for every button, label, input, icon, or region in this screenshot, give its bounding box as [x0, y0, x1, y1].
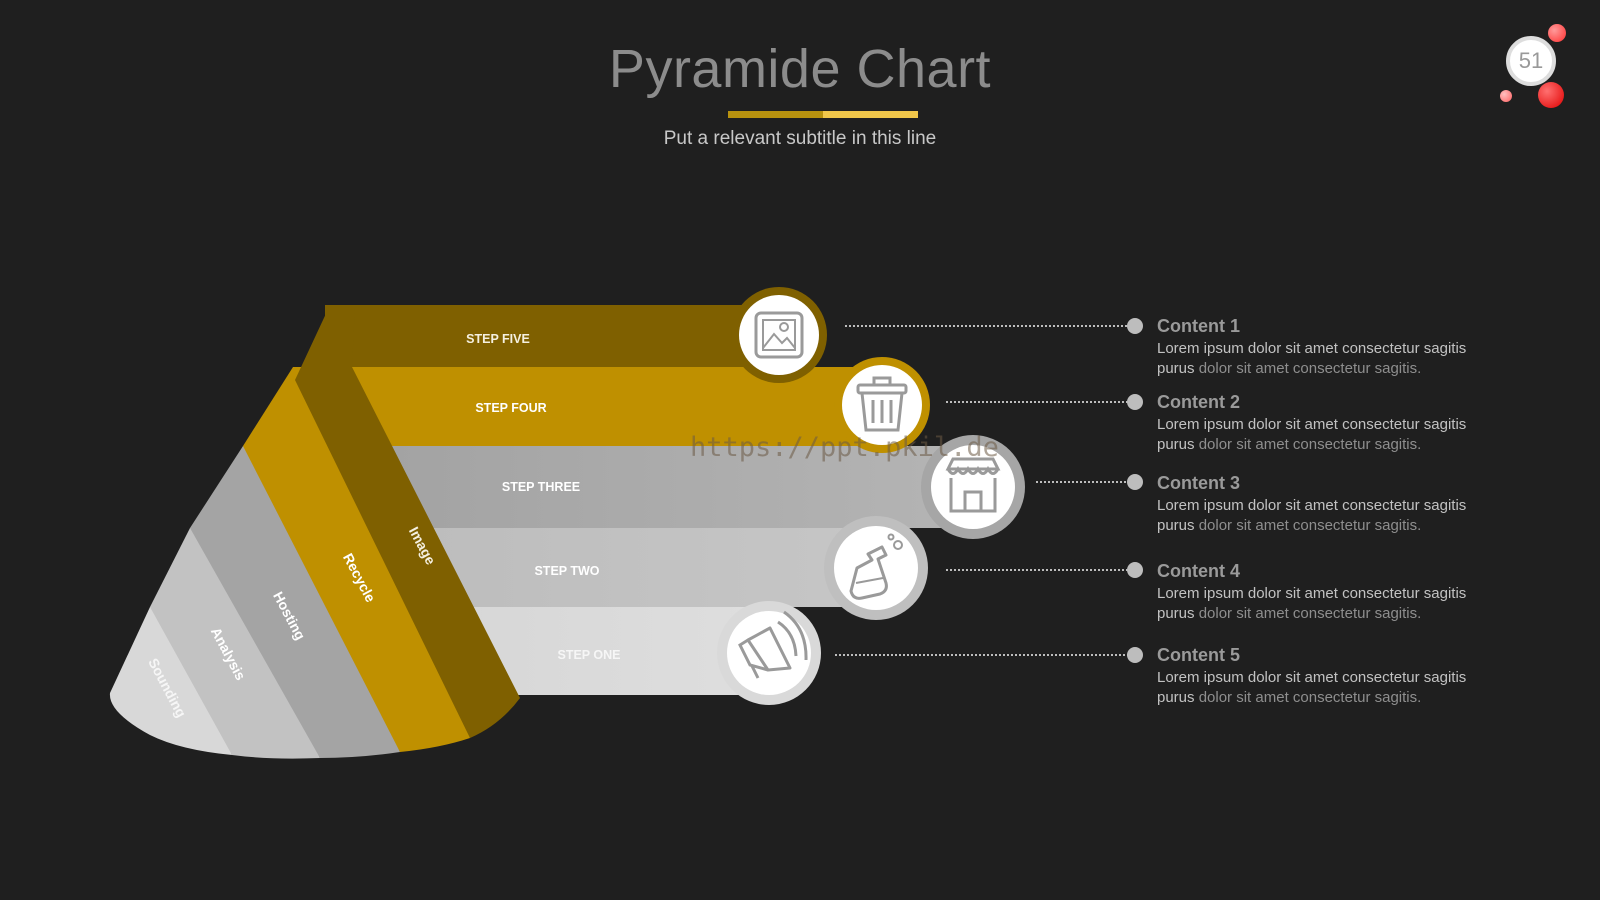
title-underline [728, 111, 918, 118]
content-text: Lorem ipsum dolor sit amet consectetur s… [1157, 340, 1467, 357]
content-text-strong: purus [1157, 605, 1195, 622]
decor-dot [1548, 24, 1566, 42]
band-image [295, 305, 520, 738]
decor-dot [1538, 82, 1564, 108]
watermark: https://ppt.pkil.de [690, 432, 999, 463]
step-four-label: STEP FOUR [475, 401, 546, 415]
content-heading: Content 2 [1157, 392, 1240, 412]
content-text-2: purus dolor sit amet consectetur sagitis… [1157, 688, 1557, 708]
slide-subtitle: Put a relevant subtitle in this line [663, 128, 937, 149]
step-two-label: STEP TWO [534, 564, 599, 578]
trash-icon [834, 357, 930, 453]
leader-line-4 [946, 562, 1143, 578]
content-text-rest: dolor sit amet consectetur sagitis. [1194, 605, 1422, 622]
content-text-rest: dolor sit amet consectetur sagitis. [1194, 360, 1422, 377]
content-text-strong: purus [1157, 436, 1195, 453]
image-icon [731, 287, 827, 383]
band-sounding [109, 607, 232, 755]
megaphone-icon [717, 601, 821, 705]
band-analysis [150, 528, 320, 759]
content-heading: Content 3 [1157, 473, 1240, 493]
content-item-1: Content 1 Lorem ipsum dolor sit amet con… [1157, 316, 1557, 379]
content-heading: Content 5 [1157, 645, 1240, 665]
content-text-strong: purus [1157, 689, 1195, 706]
step-five-label: STEP FIVE [466, 332, 530, 346]
content-text-2: purus dolor sit amet consectetur sagitis… [1157, 516, 1557, 536]
content-item-4: Content 4 Lorem ipsum dolor sit amet con… [1157, 561, 1557, 624]
leader-line-3 [1036, 474, 1143, 490]
content-text: Lorem ipsum dolor sit amet consectetur s… [1157, 497, 1467, 514]
content-text-2: purus dolor sit amet consectetur sagitis… [1157, 435, 1557, 455]
content-text-2: purus dolor sit amet consectetur sagitis… [1157, 604, 1557, 624]
band-hosting [190, 446, 400, 758]
leader-line-2 [946, 394, 1143, 410]
content-text-rest: dolor sit amet consectetur sagitis. [1194, 689, 1422, 706]
bar-step-five [325, 305, 775, 367]
content-item-2: Content 2 Lorem ipsum dolor sit amet con… [1157, 392, 1557, 455]
content-text-rest: dolor sit amet consectetur sagitis. [1194, 436, 1422, 453]
content-heading: Content 4 [1157, 561, 1240, 581]
leader-line-1 [845, 318, 1143, 334]
content-heading: Content 1 [1157, 316, 1240, 336]
content-text-strong: purus [1157, 517, 1195, 534]
content-text-2: purus dolor sit amet consectetur sagitis… [1157, 359, 1557, 379]
content-text-rest: dolor sit amet consectetur sagitis. [1194, 517, 1422, 534]
page-number-badge: 51 [1500, 20, 1580, 115]
content-text-strong: purus [1157, 360, 1195, 377]
step-one-label: STEP ONE [558, 648, 621, 662]
bar-step-three [360, 446, 960, 528]
content-text: Lorem ipsum dolor sit amet consectetur s… [1157, 669, 1467, 686]
band-recycle [243, 367, 470, 752]
content-item-3: Content 3 Lorem ipsum dolor sit amet con… [1157, 473, 1557, 536]
leader-line-5 [835, 647, 1143, 663]
content-item-5: Content 5 Lorem ipsum dolor sit amet con… [1157, 645, 1557, 708]
step-three-label: STEP THREE [502, 480, 580, 494]
slide-title: Pyramide Chart [608, 39, 992, 99]
decor-dot [1500, 90, 1512, 102]
store-icon [921, 435, 1025, 539]
content-text: Lorem ipsum dolor sit amet consectetur s… [1157, 585, 1467, 602]
content-text: Lorem ipsum dolor sit amet consectetur s… [1157, 416, 1467, 433]
page-number: 51 [1506, 36, 1556, 86]
flask-icon [824, 516, 928, 620]
